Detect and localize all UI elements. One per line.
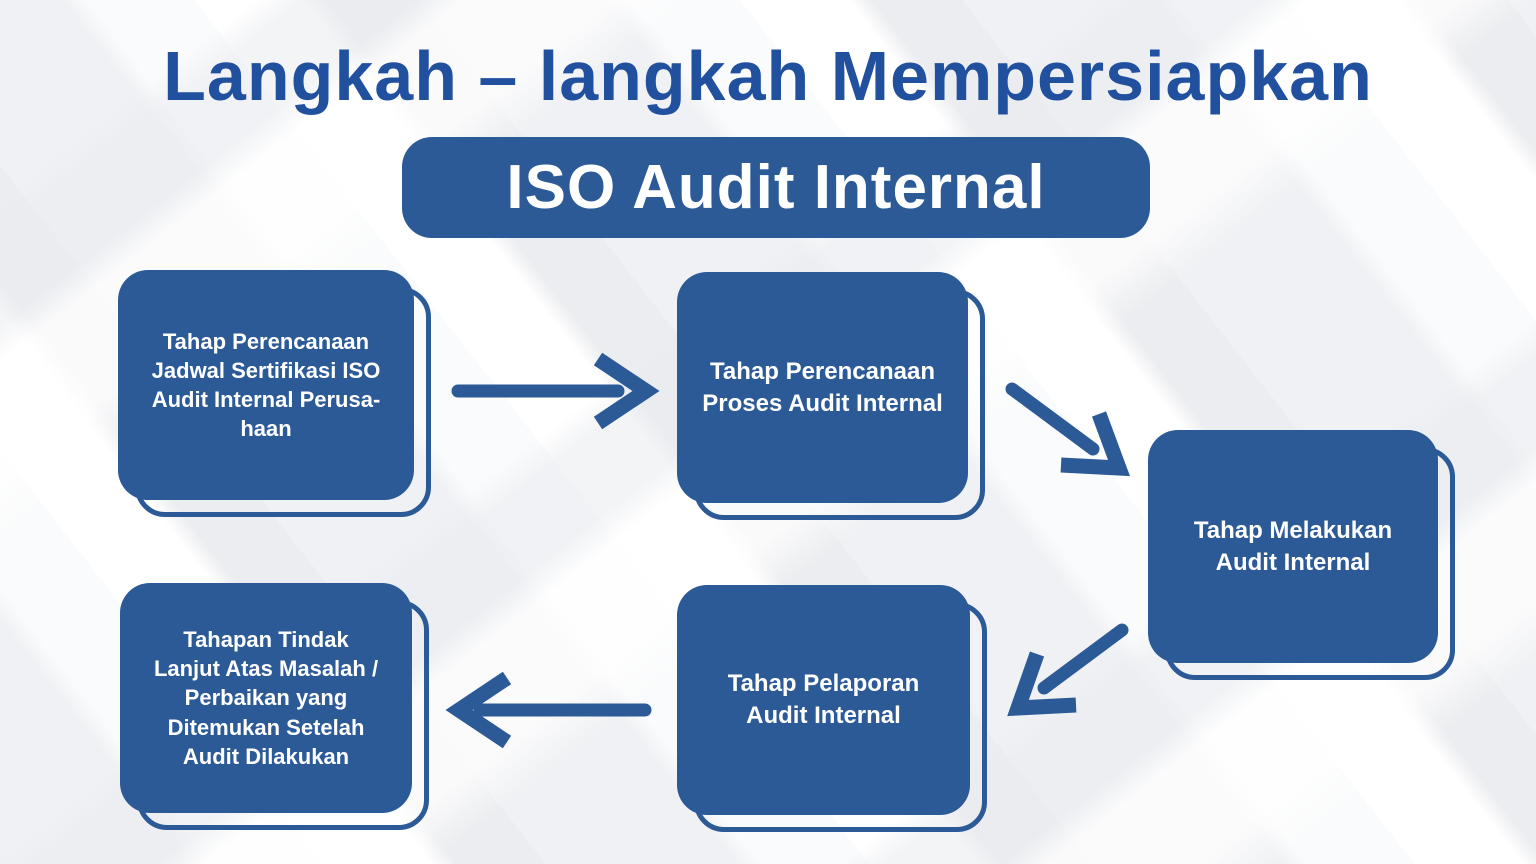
step-card-5: Tahapan Tindak Lanjut Atas Masalah / Per… xyxy=(120,583,429,830)
card-face: Tahap Perencanaan Proses Audit Internal xyxy=(677,272,968,503)
step-card-2: Tahap Perencanaan Proses Audit Internal xyxy=(677,272,985,520)
card-face: Tahap Perencanaan Jadwal Sertifikasi ISO… xyxy=(118,270,414,500)
title-banner-label: ISO Audit Internal xyxy=(506,153,1046,222)
title-banner: ISO Audit Internal xyxy=(402,137,1150,238)
card-face: Tahap Pelaporan Audit Internal xyxy=(677,585,970,815)
card-face: Tahap Melakukan Audit Internal xyxy=(1148,430,1438,663)
card-face: Tahapan Tindak Lanjut Atas Masalah / Per… xyxy=(120,583,412,813)
step-card-1: Tahap Perencanaan Jadwal Sertifikasi ISO… xyxy=(118,270,431,517)
step-label: Tahapan Tindak Lanjut Atas Masalah / Per… xyxy=(153,627,379,769)
step-label: Tahap Pelaporan Audit Internal xyxy=(727,670,920,729)
step-label: Tahap Perencanaan Proses Audit Internal xyxy=(702,357,943,417)
step-label: Tahap Melakukan Audit Internal xyxy=(1193,516,1393,576)
step-card-3: Tahap Melakukan Audit Internal xyxy=(1148,430,1455,680)
step-label: Tahap Perencanaan Jadwal Sertifikasi ISO… xyxy=(151,328,381,442)
step-card-4: Tahap Pelaporan Audit Internal xyxy=(677,585,987,832)
page-title: Langkah – langkah Mempersiapkan xyxy=(163,37,1373,115)
